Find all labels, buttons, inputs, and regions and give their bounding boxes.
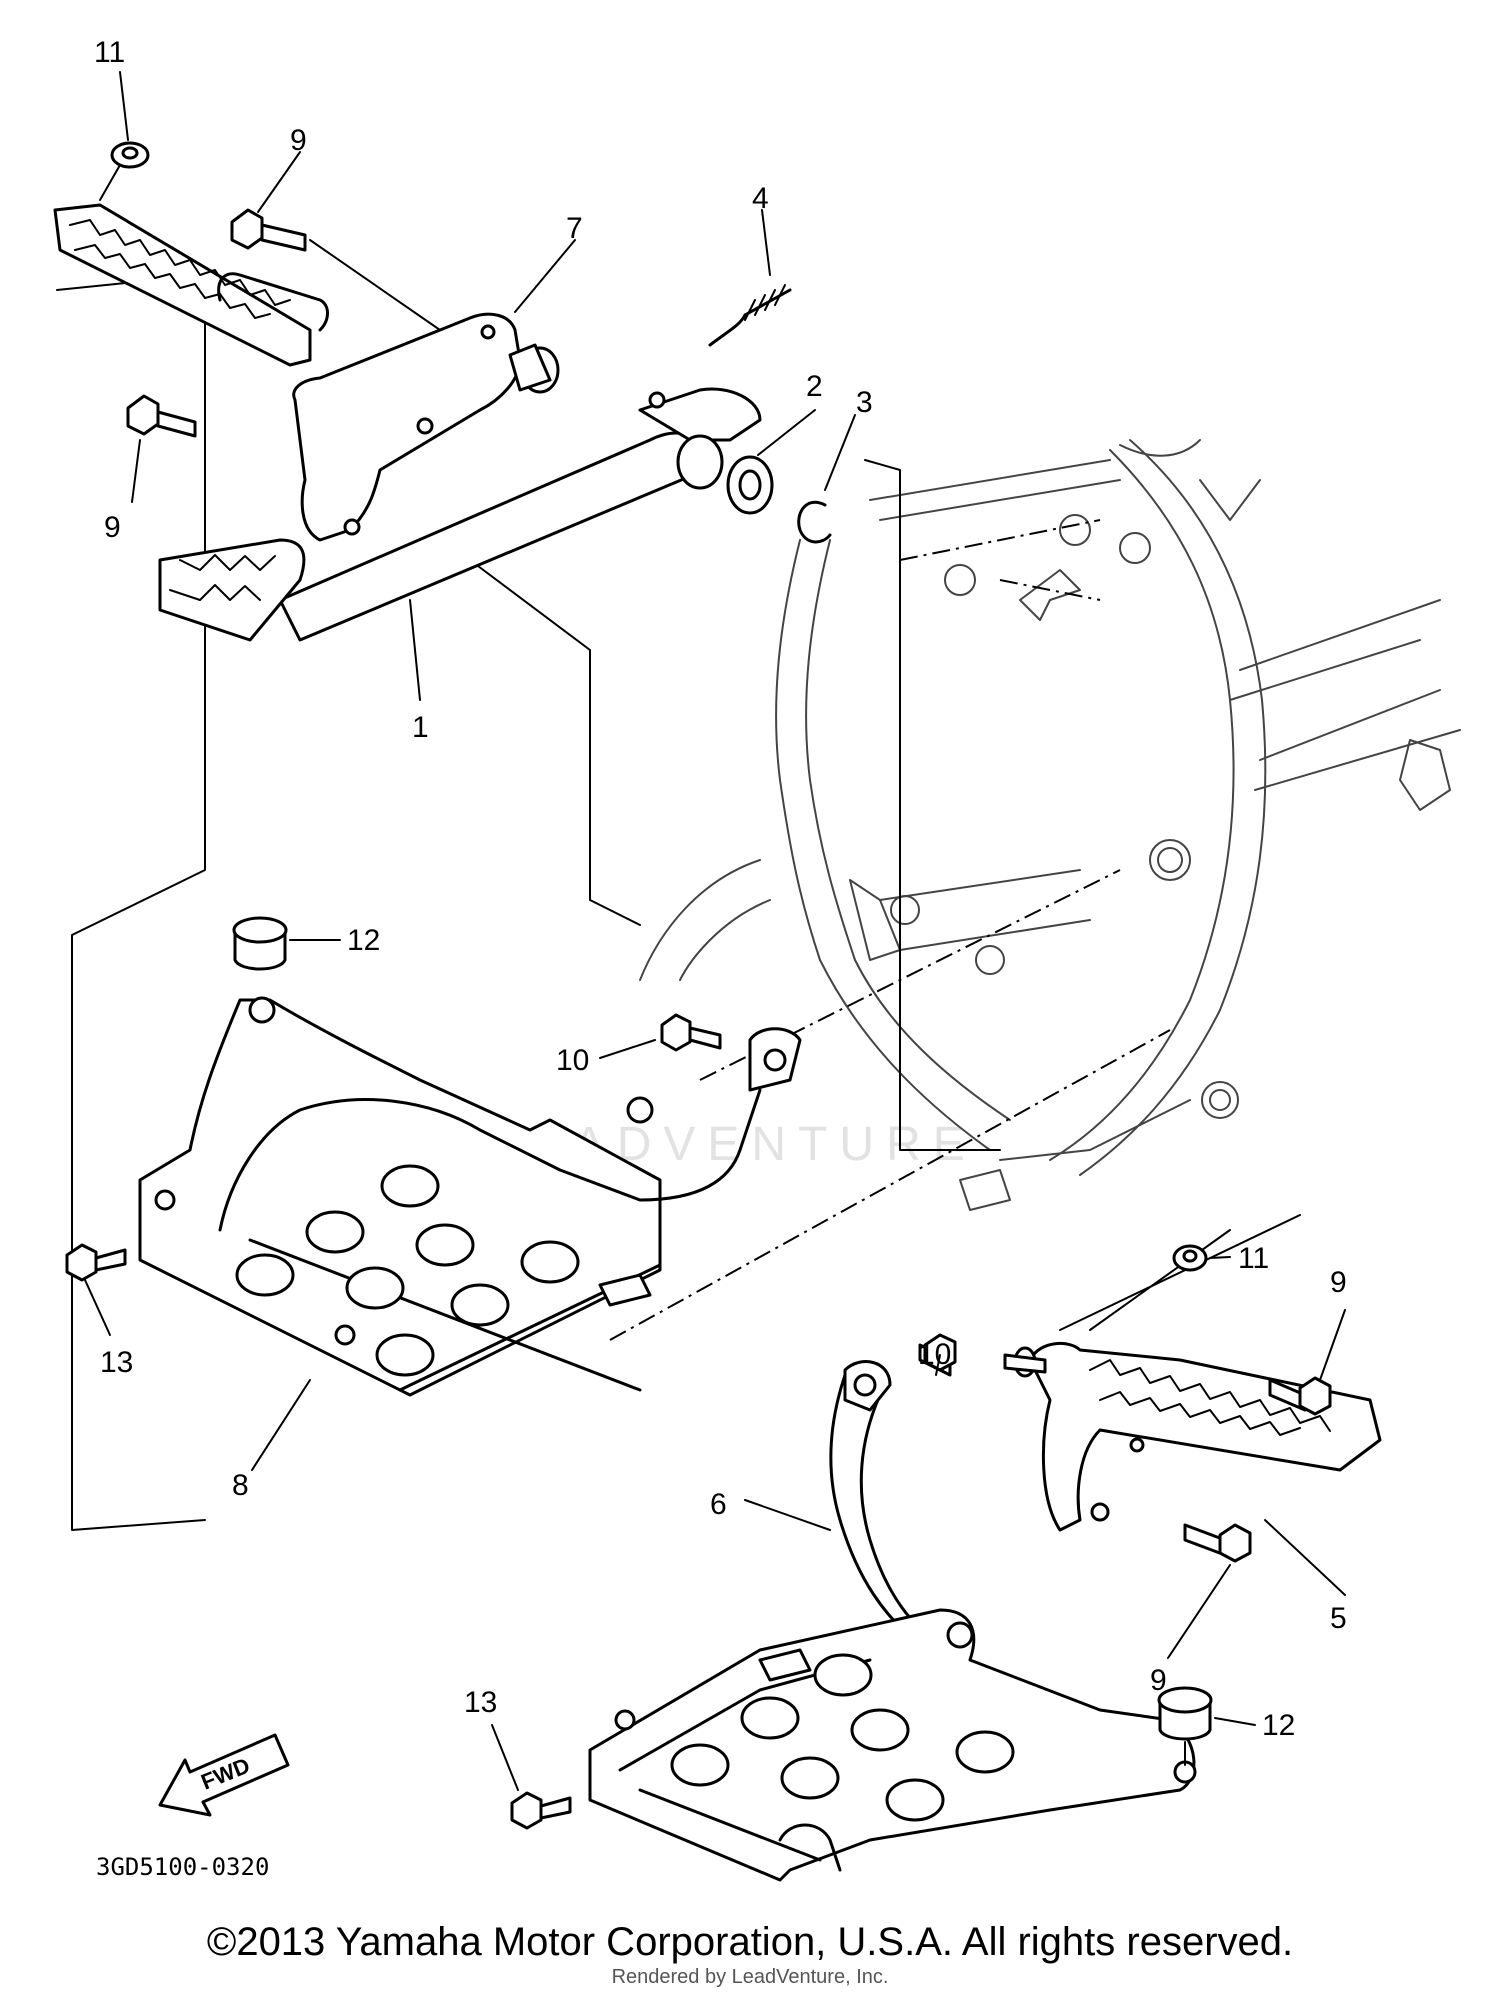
bolt-9-right-upper — [1268, 1376, 1332, 1416]
rubber-damper-right — [1157, 1686, 1213, 1766]
copyright-notice: ©2013 Yamaha Motor Corporation, U.S.A. A… — [206, 1920, 1294, 1964]
circlip — [797, 501, 832, 544]
guard-plate-right — [588, 1608, 1197, 1882]
rendered-by-credit: Rendered by LeadVenture, Inc. — [611, 1966, 889, 1988]
callout-11-top: 11 — [94, 36, 125, 69]
callout-10-top: 10 — [556, 1044, 589, 1077]
leader-lines — [84, 71, 1346, 1791]
bolt-9-upper — [230, 208, 307, 252]
callout-8: 8 — [232, 1469, 249, 1502]
callout-2: 2 — [806, 370, 823, 403]
bolt-9-lower — [126, 394, 197, 438]
callout-12-top: 12 — [347, 924, 380, 957]
callout-9-right-lower: 9 — [1150, 1664, 1167, 1697]
diagram-number: 3GD5100-0320 — [96, 1853, 269, 1881]
bolt-10-lower — [918, 1333, 957, 1377]
callout-10-lower: 10 — [918, 1338, 951, 1371]
cap-right — [1172, 1244, 1208, 1272]
callout-1: 1 — [412, 711, 429, 744]
mounting-tab-upper — [748, 1027, 802, 1092]
callout-12-lower: 12 — [1262, 1709, 1295, 1742]
callout-4: 4 — [752, 182, 769, 215]
callout-9-right-top: 9 — [1330, 1266, 1347, 1299]
washer — [726, 455, 774, 515]
frame-outline — [639, 439, 1461, 1211]
callout-11-right: 11 — [1238, 1242, 1269, 1275]
bolt-13-lower — [510, 1791, 572, 1830]
rubber-damper-left — [232, 916, 288, 971]
callout-9-top: 9 — [290, 124, 307, 157]
guard-plate-left — [138, 996, 762, 1397]
callout-labels: 11 9 7 4 2 3 9 1 12 10 13 8 10 11 9 9 5 … — [94, 36, 1347, 1742]
callout-9-left: 9 — [104, 511, 121, 544]
fwd-arrow: FWD — [158, 1733, 290, 1817]
footrest-bracket-left — [292, 312, 560, 542]
callout-13-lower: 13 — [464, 1686, 497, 1719]
bolt-10-upper — [660, 1013, 722, 1052]
footrest-left — [53, 141, 329, 367]
callout-7: 7 — [566, 212, 583, 245]
callout-13-left: 13 — [100, 1346, 133, 1379]
bolt-9-right-lower — [1183, 1523, 1252, 1563]
callout-5: 5 — [1330, 1602, 1347, 1635]
bolt-13-upper — [65, 1243, 127, 1282]
return-spring — [708, 284, 792, 347]
callout-3: 3 — [856, 386, 873, 419]
brake-pedal — [158, 387, 762, 642]
callout-6: 6 — [710, 1488, 727, 1521]
